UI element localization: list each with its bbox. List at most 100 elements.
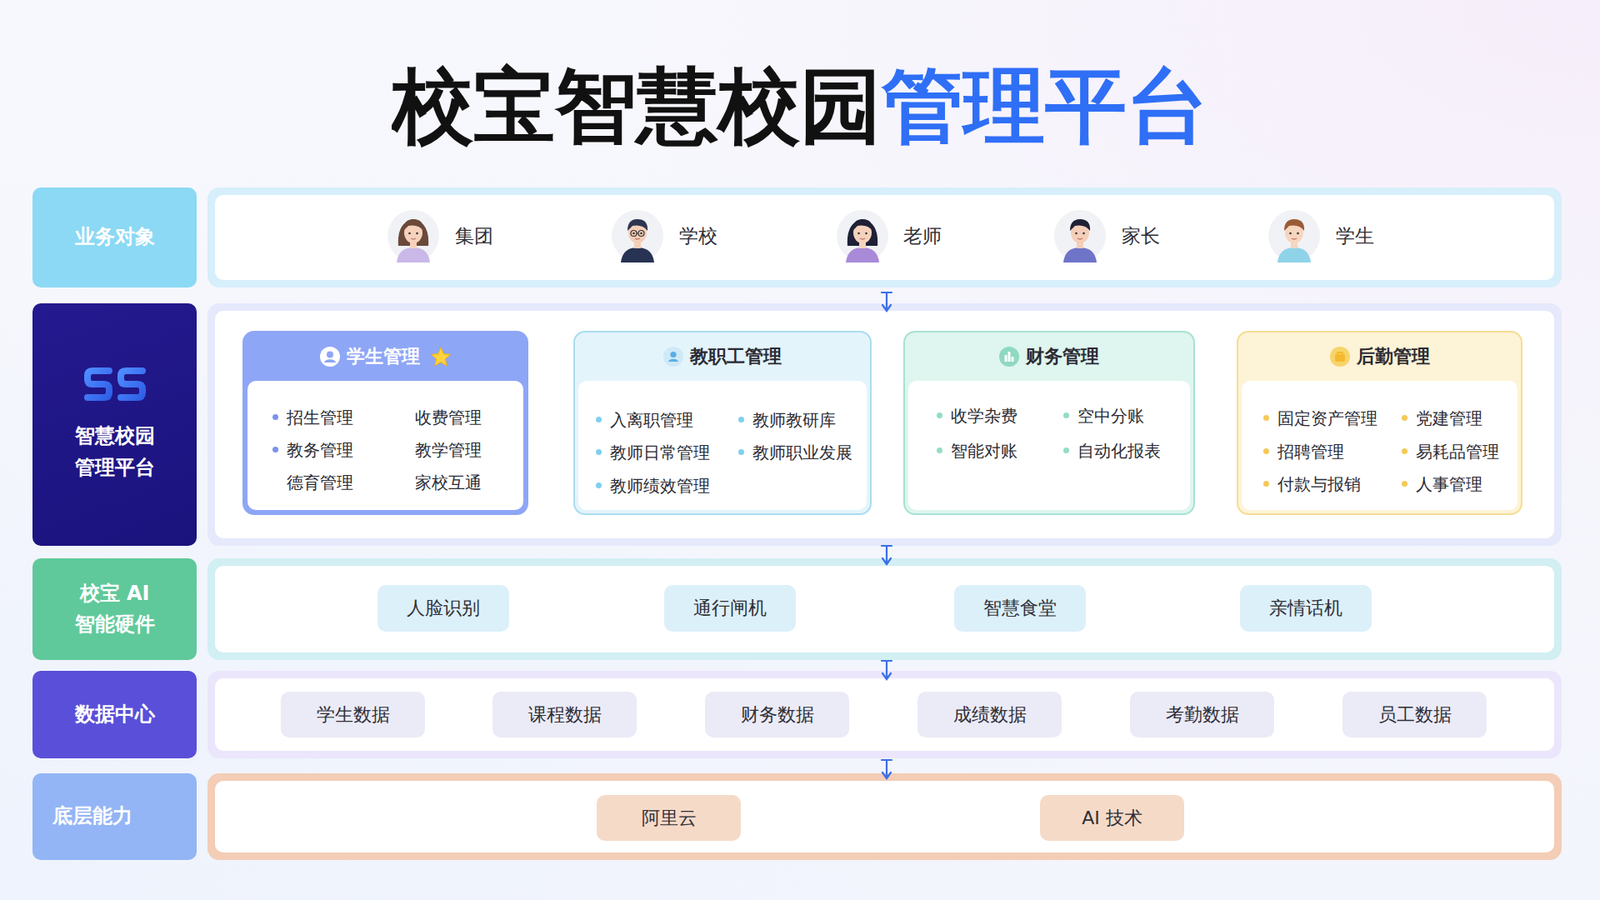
card-title: 教职工管理 [690, 344, 782, 370]
bullet-dot [936, 447, 943, 454]
object-label: 集团 [455, 224, 494, 248]
card-icon-svg [1330, 346, 1350, 367]
card-item: 招聘管理 [1277, 441, 1345, 462]
star-icon [430, 346, 452, 368]
card-item: 付款与报销 [1277, 474, 1361, 495]
card-item: 教师绩效管理 [610, 475, 710, 496]
pill-label: 成绩数据 [953, 702, 1027, 728]
module-card: 学生管理招生管理收费管理教务管理教学管理德育管理家校互通 [242, 330, 529, 515]
module-pill: 阿里云 [596, 795, 741, 841]
card-item: 收费管理 [415, 407, 482, 428]
bullet-dot [936, 412, 943, 419]
module-pill: 考勤数据 [1130, 691, 1275, 738]
module-pill: AI 技术 [1040, 795, 1185, 841]
card-item: 教师职业发展 [752, 442, 853, 463]
card-title: 后勤管理 [1356, 344, 1430, 370]
bullet-dot [1401, 415, 1408, 421]
card-item: 固定资产管理 [1277, 408, 1378, 429]
row-label: 智慧校园 管理平台 [68, 420, 162, 483]
card-item: 家校互通 [415, 472, 482, 493]
module-card: 教职工管理入离职管理教师教研库教师日常管理教师职业发展教师绩效管理 [573, 330, 872, 515]
bullet-dot [595, 416, 602, 423]
bullet-dot [595, 449, 602, 455]
card-header: 学生管理 [244, 332, 527, 381]
avatar-icon-svg [386, 209, 440, 263]
avatar-icon [610, 209, 665, 263]
bullet-dot [738, 416, 745, 423]
module-card: 后勤管理固定资产管理 党建管理招聘管理 易耗品管理付款与报销 人事管理 [1236, 330, 1523, 515]
card-icon [999, 346, 1020, 367]
band-inner [215, 780, 1555, 853]
title-wrap: 校宝智慧校园管理平台 [0, 51, 1600, 160]
star-icon-svg [430, 346, 452, 368]
module-pill: 成绩数据 [917, 691, 1062, 738]
bullet-dot [1401, 480, 1408, 487]
pill-label: 财务数据 [740, 702, 815, 728]
module-pill: 财务数据 [705, 691, 850, 738]
card-icon-svg [320, 346, 340, 367]
bullet-dot [1401, 448, 1408, 455]
card-item: 党建管理 [1415, 408, 1483, 429]
bullet-dot [1063, 447, 1070, 454]
pill-label: 人脸识别 [406, 595, 480, 621]
module-pill: 人脸识别 [377, 585, 510, 632]
bullet-dot [1263, 480, 1270, 487]
row-label-box: 业务对象 [32, 187, 197, 288]
pill-label: 智慧食堂 [983, 595, 1057, 621]
card-item: 易耗品管理 [1415, 441, 1500, 462]
avatar-icon-svg [610, 209, 665, 263]
band-panel [207, 773, 1562, 860]
avatar-icon [386, 209, 440, 263]
bullet-dot [1263, 448, 1270, 455]
pill-label: 通行闸机 [693, 595, 767, 621]
platform-logo [82, 365, 148, 403]
card-item: 人事管理 [1415, 474, 1483, 495]
module-pill: 亲情话机 [1240, 585, 1372, 632]
bullet-dot [738, 449, 745, 455]
bullet-dot [1263, 415, 1270, 421]
object-label: 学生 [1335, 224, 1375, 248]
card-title: 财务管理 [1025, 344, 1100, 370]
card-title: 学生管理 [346, 344, 420, 370]
module-pill: 学生数据 [280, 691, 425, 738]
card-item: 教务管理 [286, 440, 354, 460]
card-icon [1330, 346, 1350, 367]
card-item: 入离职管理 [610, 410, 694, 430]
bullet-dot [272, 414, 279, 420]
avatar-icon-svg [1053, 209, 1107, 263]
page-title: 校宝智慧校园管理平台 [391, 51, 1209, 160]
avatar-icon [835, 209, 890, 263]
bullet-dot [272, 446, 279, 453]
row-label-box: 智慧校园 管理平台 [32, 303, 197, 546]
card-item: 招生管理 [286, 407, 354, 428]
card-icon-svg [663, 346, 684, 367]
avatar-icon [1053, 209, 1107, 263]
pill-label: 学生数据 [316, 702, 390, 728]
card-item: 收学杂费 [950, 405, 1018, 426]
avatar-icon [1267, 209, 1321, 263]
card-item: 德育管理 [286, 472, 354, 493]
avatar-icon-svg [835, 209, 890, 263]
card-header: 教职工管理 [575, 332, 870, 381]
object-label: 家长 [1121, 224, 1160, 248]
card-item: 自动化报表 [1077, 440, 1161, 461]
row-label: 数据中心 [75, 699, 155, 730]
row-label: 底层能力 [52, 800, 133, 832]
pill-label: 考勤数据 [1165, 702, 1240, 728]
row-label-box: 校宝 AI 智能硬件 [32, 558, 197, 660]
card-header: 后勤管理 [1238, 332, 1521, 381]
bullet-dot [1063, 412, 1070, 419]
module-pill: 员工数据 [1342, 691, 1487, 738]
row-label: 业务对象 [75, 221, 155, 253]
pill-label: 员工数据 [1378, 702, 1452, 728]
card-icon [320, 346, 340, 367]
object-label: 老师 [903, 224, 942, 248]
pill-label: 阿里云 [641, 805, 697, 831]
avatar-icon-svg [1267, 209, 1321, 263]
card-item: 教师日常管理 [610, 442, 710, 463]
module-card: 财务管理收学杂费空中分账智能对账自动化报表 [903, 330, 1195, 515]
card-item: 空中分账 [1077, 405, 1145, 426]
pill-label: AI 技术 [1081, 805, 1143, 831]
pill-label: 课程数据 [528, 702, 602, 728]
row-label-box: 数据中心 [32, 670, 197, 759]
